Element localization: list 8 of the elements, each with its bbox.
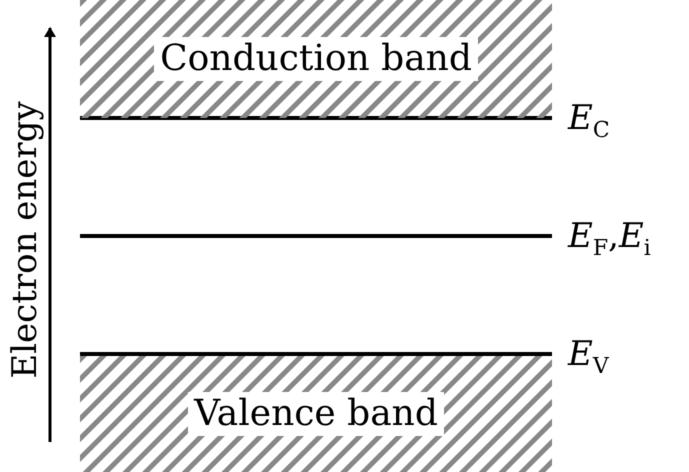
energy-level-label: E$_{V}$ xyxy=(568,334,609,381)
band-label: Valence band xyxy=(188,392,444,436)
hatched-band xyxy=(80,356,552,472)
axis-label: Electron energy xyxy=(5,101,45,379)
band-label: Conduction band xyxy=(154,37,478,81)
energy-level-label: E$_{F}$,E$_{i}$ xyxy=(568,216,651,263)
energy-level-label: E$_{C}$ xyxy=(568,98,610,145)
hatched-band xyxy=(80,0,552,118)
